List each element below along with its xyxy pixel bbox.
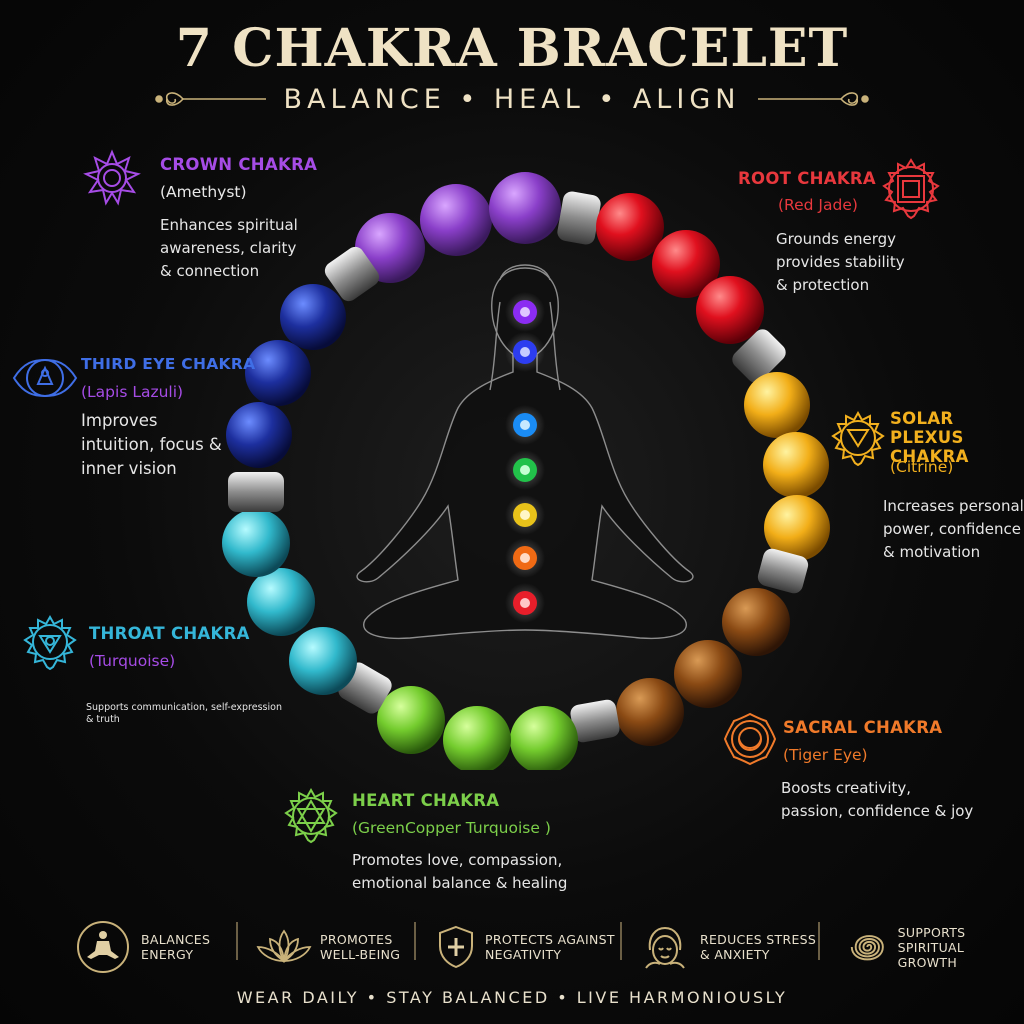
green-turquoise-bead bbox=[443, 706, 511, 770]
root-chakra-icon bbox=[882, 158, 940, 220]
sacral-chakra-stone: (Tiger Eye) bbox=[783, 746, 868, 764]
root-chakra-description: Grounds energy provides stability & prot… bbox=[776, 230, 905, 294]
feature-protects-against-negativity: PROTECTS AGAINST NEGATIVITY bbox=[436, 922, 615, 972]
root-chakra-title: ROOT CHAKRA bbox=[738, 169, 877, 188]
silver-spacer-bead bbox=[732, 329, 786, 383]
feature-supports-spiritual-growth: SUPPORTS SPIRITUAL GROWTH bbox=[845, 922, 1024, 972]
feature-label: PROMOTES WELL-BEING bbox=[320, 932, 401, 962]
lapis-lazuli-bead bbox=[280, 284, 346, 350]
red-jade-bead bbox=[696, 276, 764, 344]
green-turquoise-bead bbox=[510, 706, 578, 770]
right-flourish-icon bbox=[758, 92, 869, 106]
amethyst-bead bbox=[420, 184, 492, 256]
heart-chakra-title: HEART CHAKRA bbox=[352, 791, 500, 810]
solar-plexus-chakra-title: SOLAR PLEXUS CHAKRA bbox=[890, 409, 969, 466]
bracelet-beads bbox=[222, 172, 830, 770]
tiger-eye-bead bbox=[674, 640, 742, 708]
crown-point bbox=[505, 292, 545, 332]
crown-chakra-description: Enhances spiritual awareness, clarity & … bbox=[160, 216, 298, 280]
citrine-bead bbox=[744, 372, 810, 438]
crown-chakra-title: CROWN CHAKRA bbox=[160, 155, 318, 174]
third-eye-chakra-title: THIRD EYE CHAKRA bbox=[81, 355, 256, 373]
spiral-icon bbox=[850, 935, 884, 961]
citrine-bead bbox=[763, 432, 829, 498]
silver-spacer-bead bbox=[557, 191, 601, 245]
crown-chakra-icon bbox=[83, 149, 141, 206]
heart-chakra-stone: (GreenCopper Turquoise ) bbox=[352, 819, 551, 837]
divider bbox=[818, 922, 820, 960]
solar-plexus-chakra-stone: (Citrine) bbox=[890, 458, 954, 476]
divider bbox=[414, 922, 416, 960]
silver-spacer-bead bbox=[570, 699, 620, 743]
solar-plexus-chakra-description: Increases personal power, confidence & m… bbox=[883, 497, 1024, 561]
heart-chakra-icon bbox=[284, 787, 338, 844]
shield-icon bbox=[439, 925, 473, 969]
feature-balances-energy: BALANCES ENERGY bbox=[75, 921, 211, 973]
sacral-chakra-icon bbox=[723, 712, 777, 766]
throat-chakra-description: Supports communication, self-expression … bbox=[86, 702, 282, 725]
third-eye-chakra-description: Improves intuition, focus & inner vision bbox=[81, 411, 222, 478]
crown-chakra-stone: (Amethyst) bbox=[160, 183, 247, 201]
feature-label: PROTECTS AGAINST NEGATIVITY bbox=[485, 932, 615, 962]
turquoise-bead bbox=[247, 568, 315, 636]
red-jade-bead bbox=[652, 230, 720, 298]
turquoise-bead bbox=[289, 627, 357, 695]
feature-label: SUPPORTS SPIRITUAL GROWTH bbox=[897, 924, 966, 970]
third-eye-point bbox=[505, 332, 545, 372]
heart-chakra-description: Promotes love, compassion, emotional bal… bbox=[352, 851, 568, 892]
divider bbox=[620, 922, 622, 960]
sacral-point bbox=[505, 538, 545, 578]
throat-chakra-stone: (Turquoise) bbox=[89, 652, 176, 670]
sacral-chakra-title: SACRAL CHAKRA bbox=[783, 718, 943, 737]
silver-spacer-bead bbox=[757, 548, 809, 594]
left-flourish-icon bbox=[155, 92, 266, 106]
tiger-eye-bead bbox=[616, 678, 684, 746]
third-eye-chakra-icon bbox=[12, 358, 78, 398]
heart-point bbox=[505, 450, 545, 490]
throat-point bbox=[505, 405, 545, 445]
red-jade-bead bbox=[596, 193, 664, 261]
page-title: 7 CHAKRA BRACELET bbox=[175, 18, 849, 79]
lapis-lazuli-bead bbox=[245, 340, 311, 406]
bracelet-illustration bbox=[222, 172, 830, 770]
lotus-icon bbox=[256, 929, 312, 963]
divider bbox=[236, 922, 238, 960]
feature-promotes-well-being: PROMOTES WELL-BEING bbox=[256, 922, 400, 972]
root-point bbox=[505, 583, 545, 623]
silver-spacer-bead bbox=[324, 246, 380, 302]
green-turquoise-bead bbox=[377, 686, 445, 754]
feature-reduces-stress: REDUCES STRESS & ANXIETY bbox=[640, 922, 816, 972]
sacral-chakra-description: Boosts creativity, passion, confidence &… bbox=[781, 779, 974, 820]
silver-spacer-bead bbox=[228, 472, 284, 512]
root-chakra-stone: (Red Jade) bbox=[778, 196, 858, 214]
feature-label: BALANCES ENERGY bbox=[141, 932, 211, 962]
throat-chakra-title: THROAT CHAKRA bbox=[89, 624, 250, 643]
calm-face-icon bbox=[645, 926, 685, 969]
solar-plexus-chakra-icon bbox=[831, 410, 885, 466]
amethyst-bead bbox=[489, 172, 561, 244]
page-subtitle: BALANCE • HEAL • ALIGN bbox=[283, 84, 741, 115]
tiger-eye-bead bbox=[722, 588, 790, 656]
turquoise-bead bbox=[222, 509, 290, 577]
citrine-bead bbox=[764, 495, 830, 561]
throat-chakra-icon bbox=[23, 614, 77, 670]
body-chakra-points bbox=[505, 292, 545, 623]
meditation-icon bbox=[77, 921, 129, 973]
third-eye-chakra-stone: (Lapis Lazuli) bbox=[81, 383, 184, 401]
lapis-lazuli-bead bbox=[226, 402, 292, 468]
solar-plexus-point bbox=[505, 495, 545, 535]
footer-tagline: WEAR DAILY • STAY BALANCED • LIVE HARMON… bbox=[236, 988, 788, 1007]
feature-label: REDUCES STRESS & ANXIETY bbox=[700, 932, 817, 962]
